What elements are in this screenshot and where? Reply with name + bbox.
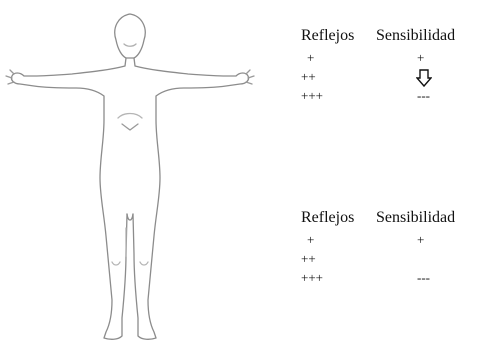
sensibilidad-value: + (417, 232, 424, 248)
top-panel: Reflejos Sensibilidad + + ++ +++ --- (301, 26, 499, 107)
table-row: ++ (301, 69, 499, 88)
left-side-outline (11, 58, 127, 339)
panel-header: Reflejos Sensibilidad (301, 26, 499, 50)
reflejos-value: + (307, 232, 314, 248)
table-row: + + (301, 50, 499, 69)
down-arrow-icon (416, 69, 432, 88)
crotch-outline (127, 214, 133, 220)
reflejos-value: ++ (301, 69, 316, 85)
table-row: +++ --- (301, 270, 499, 289)
reflejos-value: +++ (301, 88, 323, 104)
sensibilidad-value: + (417, 50, 424, 66)
sensibilidad-header: Sensibilidad (376, 26, 455, 46)
head-outline (115, 14, 145, 58)
reflejos-value: +++ (301, 270, 323, 286)
reflejos-header: Reflejos (301, 26, 354, 46)
panel-header: Reflejos Sensibilidad (301, 208, 499, 232)
bottom-panel: Reflejos Sensibilidad + + ++ +++ --- (301, 208, 499, 289)
right-side-outline (133, 58, 249, 339)
table-row: +++ --- (301, 88, 499, 107)
reflejos-header: Reflejos (301, 208, 354, 228)
human-body-outline-icon (0, 0, 270, 344)
sensibilidad-header: Sensibilidad (376, 208, 455, 228)
sensibilidad-value: --- (417, 270, 430, 286)
table-row: + + (301, 232, 499, 251)
table-row: ++ (301, 251, 499, 270)
human-body-figure (0, 0, 270, 344)
sensibilidad-value: --- (417, 88, 430, 104)
reflejos-value: + (307, 50, 314, 66)
reflejos-value: ++ (301, 251, 316, 267)
